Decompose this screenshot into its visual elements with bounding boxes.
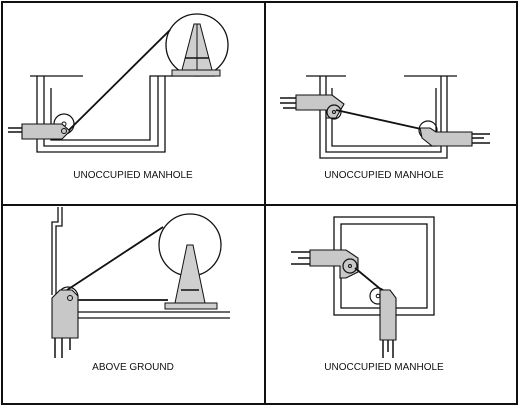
reel-stand [171, 23, 221, 77]
panel-label: ABOVE GROUND [92, 362, 174, 373]
panel-label: UNOCCUPIED MANHOLE [73, 170, 193, 181]
conduit-end [8, 123, 71, 140]
conduit-horizontal [291, 249, 359, 279]
cable [67, 29, 171, 132]
panel-above-ground: ABOVE GROUND [51, 207, 230, 373]
conduit-left [280, 94, 345, 119]
panel-unoccupied-manhole-bottom-right: UNOCCUPIED MANHOLE [291, 216, 444, 373]
cable [335, 109, 431, 132]
panel-unoccupied-manhole-top-right: UNOCCUPIED MANHOLE [280, 75, 490, 181]
conduit-riser [51, 289, 79, 358]
cable [63, 226, 164, 293]
conduit-right [419, 127, 490, 147]
panel-label: UNOCCUPIED MANHOLE [324, 362, 444, 373]
manhole-wall [30, 75, 215, 153]
reel-stand [164, 244, 218, 310]
panel-label: UNOCCUPIED MANHOLE [324, 170, 444, 181]
panel-unoccupied-manhole-reel-top-left: UNOCCUPIED MANHOLE [8, 13, 229, 181]
sheave-wheel [342, 258, 358, 274]
building-wall [51, 207, 59, 295]
conduit-vertical [379, 289, 397, 358]
